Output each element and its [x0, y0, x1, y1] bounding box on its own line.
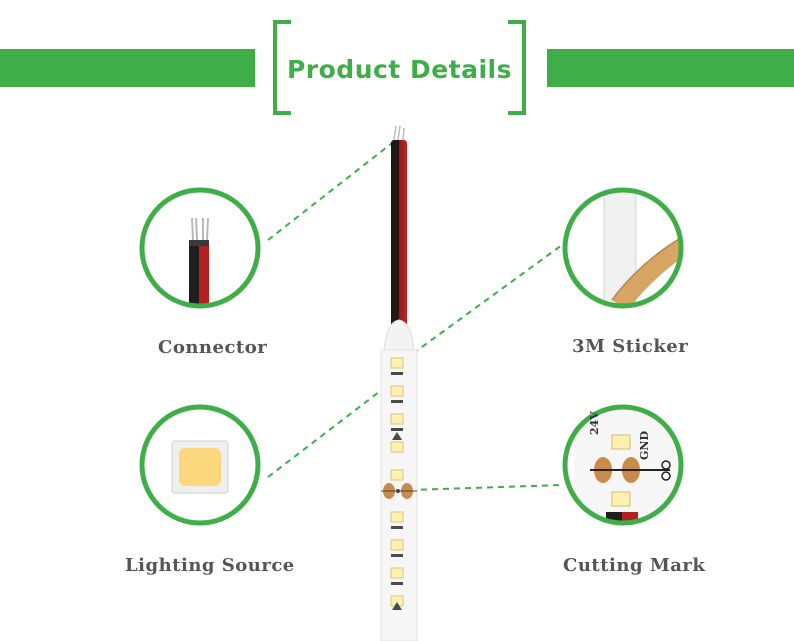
header-bar-left — [0, 49, 255, 87]
leader-line-connector — [267, 139, 397, 241]
callout-label-lighting-source: Lighting Source — [125, 555, 295, 576]
page-title: Product Details — [286, 55, 513, 84]
smd-led-chip-icon — [139, 404, 261, 526]
callout-label-cutting-mark: Cutting Mark — [563, 555, 706, 576]
led-strip-icon — [380, 125, 418, 641]
callout-label-connector: Connector — [158, 337, 268, 358]
leader-line-lighting — [267, 381, 393, 478]
leader-lines — [267, 139, 563, 491]
leader-line-cutting — [409, 484, 563, 491]
callout-label-3m-sticker: 3M Sticker — [572, 336, 689, 357]
connector-closeup-icon — [139, 187, 261, 309]
leader-line-sticker — [403, 244, 563, 361]
cutting-voltage-label: 24V — [588, 411, 601, 435]
header-bar-right — [547, 49, 794, 87]
title-bracket-frame — [273, 20, 526, 115]
cutting-ground-label: GND — [638, 431, 651, 460]
3m-sticker-closeup-icon — [562, 187, 684, 309]
cutting-mark-closeup-icon — [562, 404, 684, 526]
